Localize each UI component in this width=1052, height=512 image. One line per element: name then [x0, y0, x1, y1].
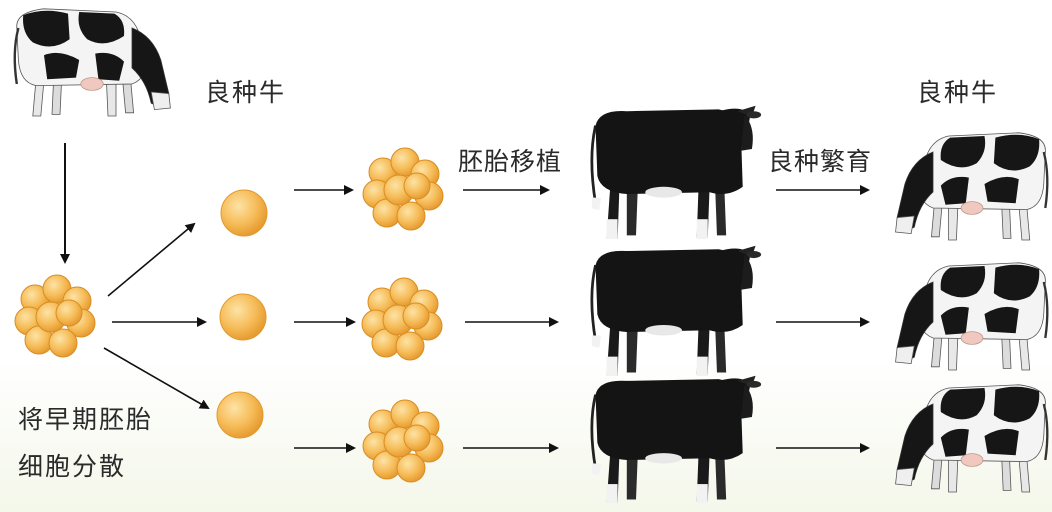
- embryo-cluster-3: [362, 399, 444, 483]
- breeding-label: 良种繁育: [768, 147, 872, 176]
- embryo-cluster-1: [362, 147, 444, 231]
- result-cows-label: 良种牛: [917, 78, 998, 107]
- offspring-cow-2: [894, 261, 1049, 372]
- offspring-cow-3: [894, 383, 1049, 494]
- early-embryo-cluster: [14, 274, 96, 358]
- single-cell-1: [220, 189, 268, 237]
- recipient-cow-3: [590, 374, 763, 505]
- split-arrow-top: [107, 222, 196, 297]
- recipient-cow-1: [590, 104, 763, 241]
- embryo-transfer-label: 胚胎移植: [458, 147, 562, 176]
- single-cell-2: [219, 293, 267, 341]
- recipient-cow-2: [590, 244, 763, 378]
- source-cow-image: [13, 7, 172, 118]
- source-cow-label: 良种牛: [205, 78, 286, 107]
- split-label-line1: 将早期胚胎: [18, 405, 153, 434]
- split-label-line2: 细胞分散: [18, 452, 126, 481]
- offspring-cow-1: [894, 131, 1049, 242]
- split-arrow-bottom: [103, 347, 210, 409]
- single-cell-3: [216, 391, 264, 439]
- embryo-cluster-2: [361, 277, 443, 361]
